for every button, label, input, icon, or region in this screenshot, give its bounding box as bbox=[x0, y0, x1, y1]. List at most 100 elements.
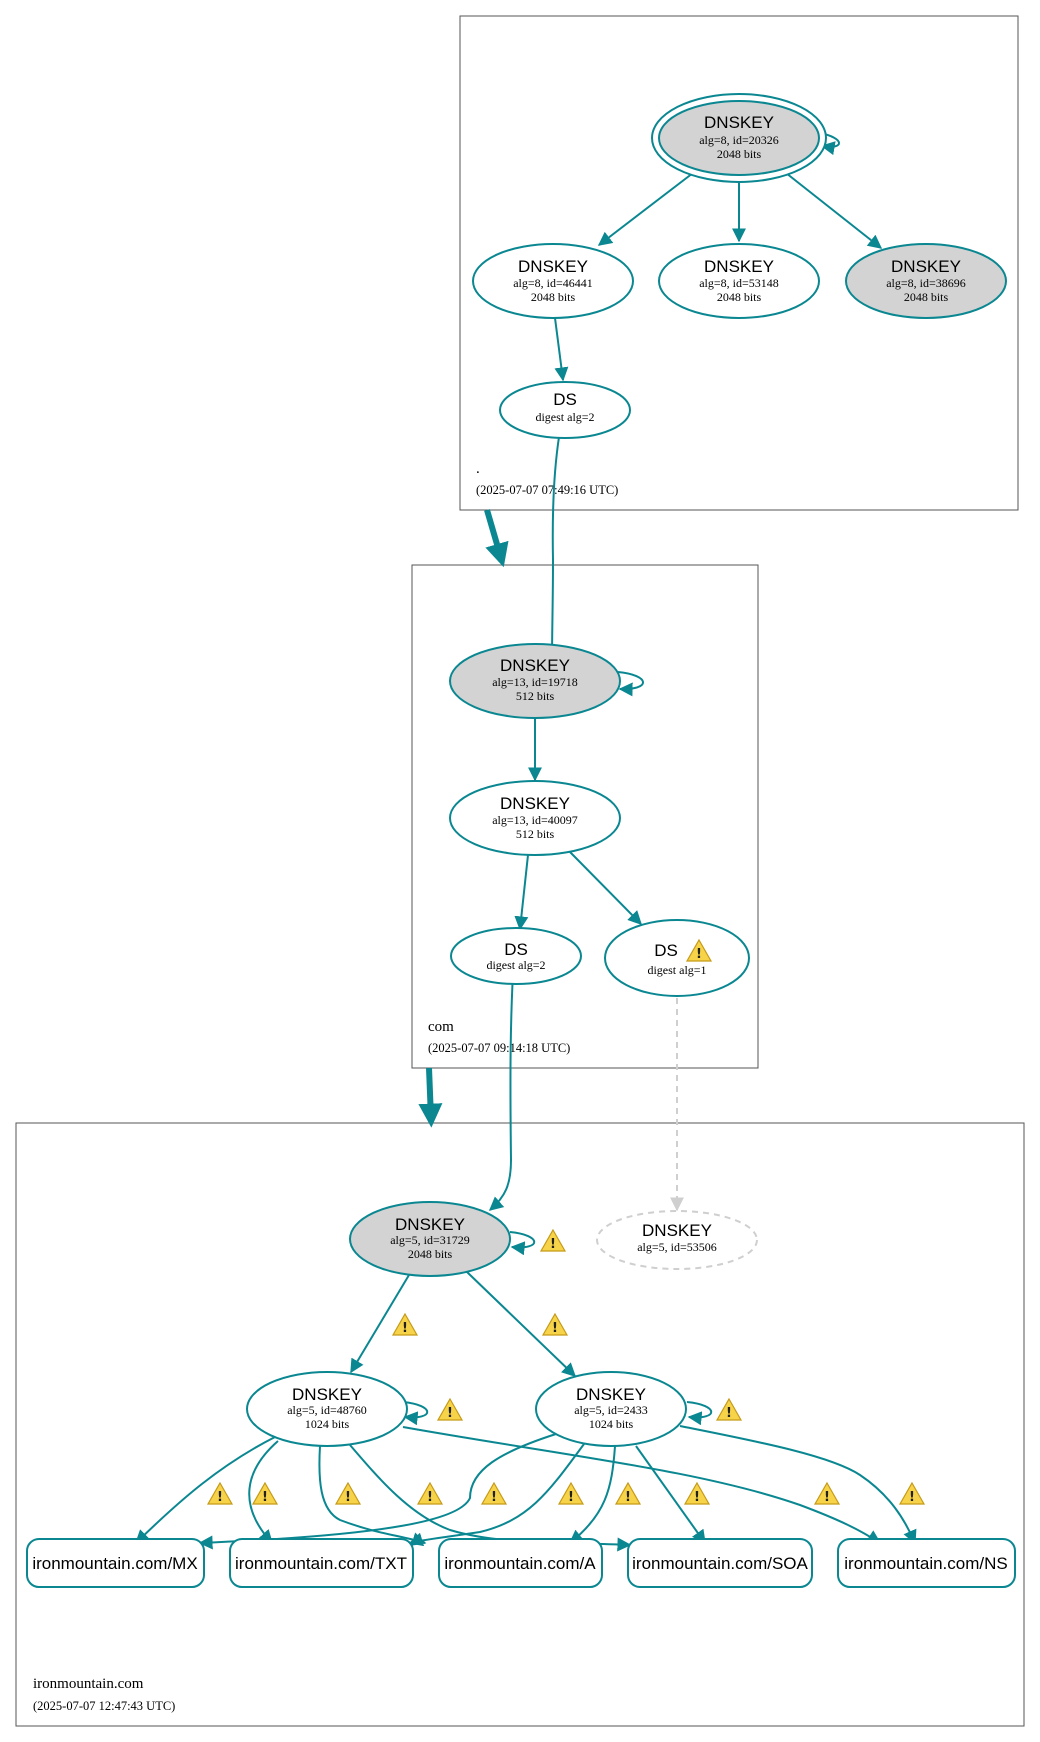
node-bits: 512 bits bbox=[516, 689, 555, 703]
dnskey-node-53148[interactable]: DNSKEY alg=8, id=53148 2048 bits bbox=[658, 243, 820, 319]
ds-node-com-digest2[interactable]: DS digest alg=2 bbox=[450, 927, 582, 985]
node-title: DNSKEY bbox=[642, 1221, 712, 1240]
signing-edge bbox=[350, 1274, 410, 1374]
node-title: DS bbox=[654, 941, 678, 960]
signing-edge bbox=[554, 317, 569, 382]
node-bits: 2048 bits bbox=[531, 290, 576, 304]
ds-node-root[interactable]: DS digest alg=2 bbox=[499, 381, 631, 439]
ds-node-com-digest1[interactable]: DS digest alg=1 bbox=[604, 919, 750, 997]
delegation-arrow bbox=[484, 509, 509, 568]
rrsig-edge bbox=[318, 1445, 427, 1546]
warning-triangle-icon[interactable] bbox=[481, 1482, 507, 1506]
node-bits: 2048 bits bbox=[717, 290, 762, 304]
rrset-label: ironmountain.com/NS bbox=[844, 1554, 1007, 1573]
self-sign-edge bbox=[509, 1231, 536, 1256]
ds-edge bbox=[545, 436, 560, 665]
warning-triangle-icon[interactable] bbox=[684, 1482, 710, 1506]
node-detail: alg=8, id=20326 bbox=[699, 133, 779, 147]
signing-edge bbox=[569, 851, 642, 925]
warning-triangle-icon[interactable] bbox=[252, 1482, 278, 1506]
node-detail: alg=5, id=48760 bbox=[287, 1403, 367, 1417]
dnskey-node-iron-ksk[interactable]: DNSKEY alg=5, id=31729 2048 bits bbox=[349, 1201, 511, 1277]
rrsig-edge bbox=[248, 1440, 279, 1545]
rrsig-edge bbox=[134, 1436, 276, 1544]
warning-triangle-icon[interactable] bbox=[437, 1398, 463, 1422]
self-sign-edge bbox=[402, 1401, 429, 1426]
node-detail: alg=8, id=53148 bbox=[699, 276, 779, 290]
rrset-mx[interactable]: ironmountain.com/MX bbox=[26, 1538, 205, 1588]
dnskey-node-missing-53506[interactable]: DNSKEY alg=5, id=53506 bbox=[596, 1210, 758, 1270]
ds-edge bbox=[488, 954, 515, 1211]
node-detail: digest alg=1 bbox=[647, 963, 706, 977]
self-sign-edge bbox=[686, 1401, 713, 1426]
warning-triangle-icon[interactable] bbox=[899, 1482, 925, 1506]
rrsig-edge bbox=[402, 1426, 882, 1544]
node-title: DNSKEY bbox=[395, 1215, 465, 1234]
self-sign-edge bbox=[617, 671, 644, 697]
signing-edge bbox=[514, 854, 529, 931]
warning-triangle-icon[interactable] bbox=[335, 1482, 361, 1506]
rrsig-edge bbox=[568, 1445, 616, 1544]
node-detail: alg=13, id=19718 bbox=[492, 675, 578, 689]
signing-edge bbox=[597, 172, 694, 246]
delegation-arrow bbox=[418, 1067, 443, 1128]
node-detail: alg=5, id=31729 bbox=[390, 1233, 470, 1247]
zone-com-date: (2025-07-07 09:14:18 UTC) bbox=[428, 1041, 570, 1055]
rrsig-edge bbox=[635, 1445, 706, 1545]
dnskey-node-2433[interactable]: DNSKEY alg=5, id=2433 1024 bits bbox=[535, 1371, 687, 1447]
dnskey-node-48760[interactable]: DNSKEY alg=5, id=48760 1024 bits bbox=[246, 1371, 408, 1447]
node-detail: digest alg=2 bbox=[535, 410, 594, 424]
zone-ironmountain-label: ironmountain.com bbox=[33, 1676, 144, 1692]
zone-com-label: com bbox=[428, 1019, 454, 1035]
node-title: DNSKEY bbox=[500, 794, 570, 813]
rrset-label: ironmountain.com/MX bbox=[32, 1554, 197, 1573]
warning-triangle-icon[interactable] bbox=[716, 1398, 742, 1422]
rrset-label: ironmountain.com/SOA bbox=[632, 1554, 808, 1573]
node-title: DNSKEY bbox=[518, 257, 588, 276]
warning-triangle-icon[interactable] bbox=[558, 1482, 584, 1506]
warning-triangle-icon[interactable] bbox=[417, 1482, 443, 1506]
rrsig-edge bbox=[679, 1425, 917, 1545]
rrset-label: ironmountain.com/TXT bbox=[235, 1554, 407, 1573]
node-detail: alg=13, id=40097 bbox=[492, 813, 578, 827]
node-bits: 2048 bits bbox=[408, 1247, 453, 1261]
dnskey-node-46441[interactable]: DNSKEY alg=8, id=46441 2048 bits bbox=[472, 243, 634, 319]
zone-root: . (2025-07-07 07:49:16 UTC) bbox=[459, 15, 1019, 511]
rrset-label: ironmountain.com/A bbox=[444, 1554, 596, 1573]
dnskey-node-com-ksk[interactable]: DNSKEY alg=13, id=19718 512 bits bbox=[449, 643, 621, 719]
rrset-txt[interactable]: ironmountain.com/TXT bbox=[229, 1538, 414, 1588]
node-title: DNSKEY bbox=[891, 257, 961, 276]
warning-triangle-icon[interactable] bbox=[392, 1313, 418, 1337]
rrset-a[interactable]: ironmountain.com/A bbox=[438, 1538, 603, 1588]
rrset-ns[interactable]: ironmountain.com/NS bbox=[837, 1538, 1016, 1588]
rrsig-edge bbox=[408, 1443, 585, 1547]
dnskey-node-root-ksk[interactable]: DNSKEY alg=8, id=20326 2048 bits bbox=[651, 93, 827, 183]
node-detail: digest alg=2 bbox=[486, 958, 545, 972]
node-title: DNSKEY bbox=[576, 1385, 646, 1404]
zone-root-date: (2025-07-07 07:49:16 UTC) bbox=[476, 483, 618, 497]
warning-triangle-icon[interactable] bbox=[542, 1313, 568, 1337]
node-bits: 2048 bits bbox=[717, 147, 762, 161]
warning-triangle-icon[interactable] bbox=[207, 1482, 233, 1506]
dnskey-node-38696[interactable]: DNSKEY alg=8, id=38696 2048 bits bbox=[845, 243, 1007, 319]
node-bits: 2048 bits bbox=[904, 290, 949, 304]
rrset-soa[interactable]: ironmountain.com/SOA bbox=[627, 1538, 813, 1588]
signing-edge bbox=[785, 172, 883, 249]
zone-root-label: . bbox=[476, 461, 480, 477]
rrsig-edge bbox=[198, 1433, 557, 1550]
warning-triangle-icon[interactable] bbox=[540, 1229, 566, 1253]
node-detail: alg=5, id=53506 bbox=[637, 1240, 717, 1254]
node-bits: 1024 bits bbox=[589, 1417, 634, 1431]
node-detail: alg=8, id=38696 bbox=[886, 276, 966, 290]
node-detail: alg=5, id=2433 bbox=[574, 1403, 648, 1417]
dnskey-node-com-zsk[interactable]: DNSKEY alg=13, id=40097 512 bits bbox=[449, 780, 621, 856]
node-title: DS bbox=[504, 940, 528, 959]
node-title: DNSKEY bbox=[292, 1385, 362, 1404]
node-title: DNSKEY bbox=[704, 257, 774, 276]
node-title: DNSKEY bbox=[704, 113, 774, 132]
node-detail: alg=8, id=46441 bbox=[513, 276, 593, 290]
warning-triangle-icon[interactable] bbox=[615, 1482, 641, 1506]
signing-edge bbox=[466, 1271, 577, 1377]
warning-triangle-icon[interactable] bbox=[814, 1482, 840, 1506]
